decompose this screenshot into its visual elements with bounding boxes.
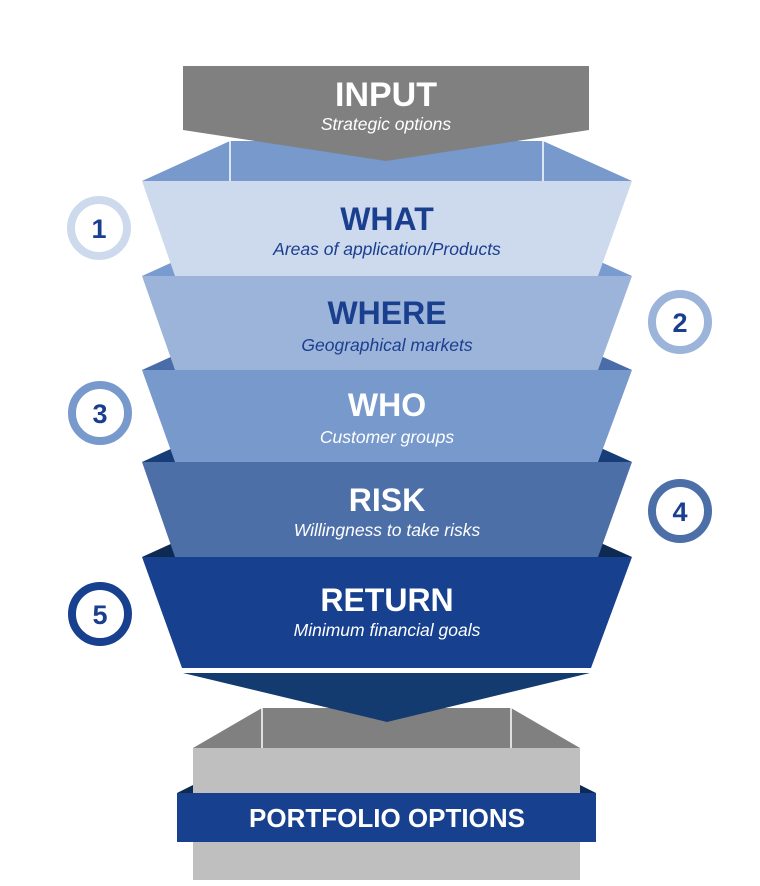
badge-number: 2 bbox=[672, 308, 687, 338]
step-badge-2: 2 bbox=[648, 290, 712, 354]
badge-number: 3 bbox=[92, 399, 107, 429]
output-band bbox=[177, 793, 596, 842]
funnel-layer-what: WHAT Areas of application/Products bbox=[142, 181, 632, 276]
input-subtitle: Strategic options bbox=[321, 114, 452, 134]
layer-shape bbox=[142, 276, 632, 370]
badge-ring bbox=[648, 290, 712, 354]
layer-title: RISK bbox=[349, 482, 425, 518]
input-arrow: INPUT Strategic options bbox=[183, 66, 589, 161]
box-lid bbox=[193, 708, 580, 748]
band-corner-right bbox=[580, 785, 596, 793]
layer-shape bbox=[142, 462, 632, 557]
badge-ring bbox=[648, 479, 712, 543]
band-corner-left bbox=[177, 785, 193, 793]
badge-number: 5 bbox=[92, 600, 107, 630]
badge-number: 1 bbox=[91, 214, 106, 244]
badge-ring bbox=[67, 196, 131, 260]
step-badge-5: 5 bbox=[68, 582, 132, 646]
layer-subtitle: Geographical markets bbox=[301, 335, 472, 355]
flap-what bbox=[142, 141, 632, 181]
funnel-layer-where: WHERE Geographical markets bbox=[142, 276, 632, 370]
output-label: PORTFOLIO OPTIONS bbox=[249, 803, 525, 833]
output-arrow bbox=[183, 673, 590, 722]
layer-shape bbox=[142, 370, 632, 462]
layer-subtitle: Customer groups bbox=[320, 427, 454, 447]
badge-ring bbox=[68, 582, 132, 646]
funnel-layer-who: WHO Customer groups bbox=[142, 370, 632, 462]
input-title: INPUT bbox=[335, 76, 437, 114]
layer-subtitle: Willingness to take risks bbox=[294, 520, 481, 540]
layer-subtitle: Minimum financial goals bbox=[294, 620, 481, 640]
layer-shape bbox=[142, 557, 632, 668]
input-arrow-shape bbox=[183, 66, 589, 161]
badge-number: 4 bbox=[672, 497, 687, 527]
funnel-layer-risk: RISK Willingness to take risks bbox=[142, 462, 632, 557]
step-badge-4: 4 bbox=[648, 479, 712, 543]
badge-ring bbox=[68, 381, 132, 445]
layer-shape bbox=[142, 181, 632, 276]
layer-title: WHAT bbox=[340, 201, 434, 237]
portfolio-box: PORTFOLIO OPTIONS bbox=[177, 708, 596, 880]
layer-title: RETURN bbox=[320, 582, 453, 618]
step-badge-1: 1 bbox=[67, 196, 131, 260]
funnel-layer-return: RETURN Minimum financial goals bbox=[142, 557, 632, 668]
layer-title: WHO bbox=[348, 387, 426, 423]
step-badge-3: 3 bbox=[68, 381, 132, 445]
layer-subtitle: Areas of application/Products bbox=[272, 239, 501, 259]
layer-title: WHERE bbox=[327, 295, 446, 331]
